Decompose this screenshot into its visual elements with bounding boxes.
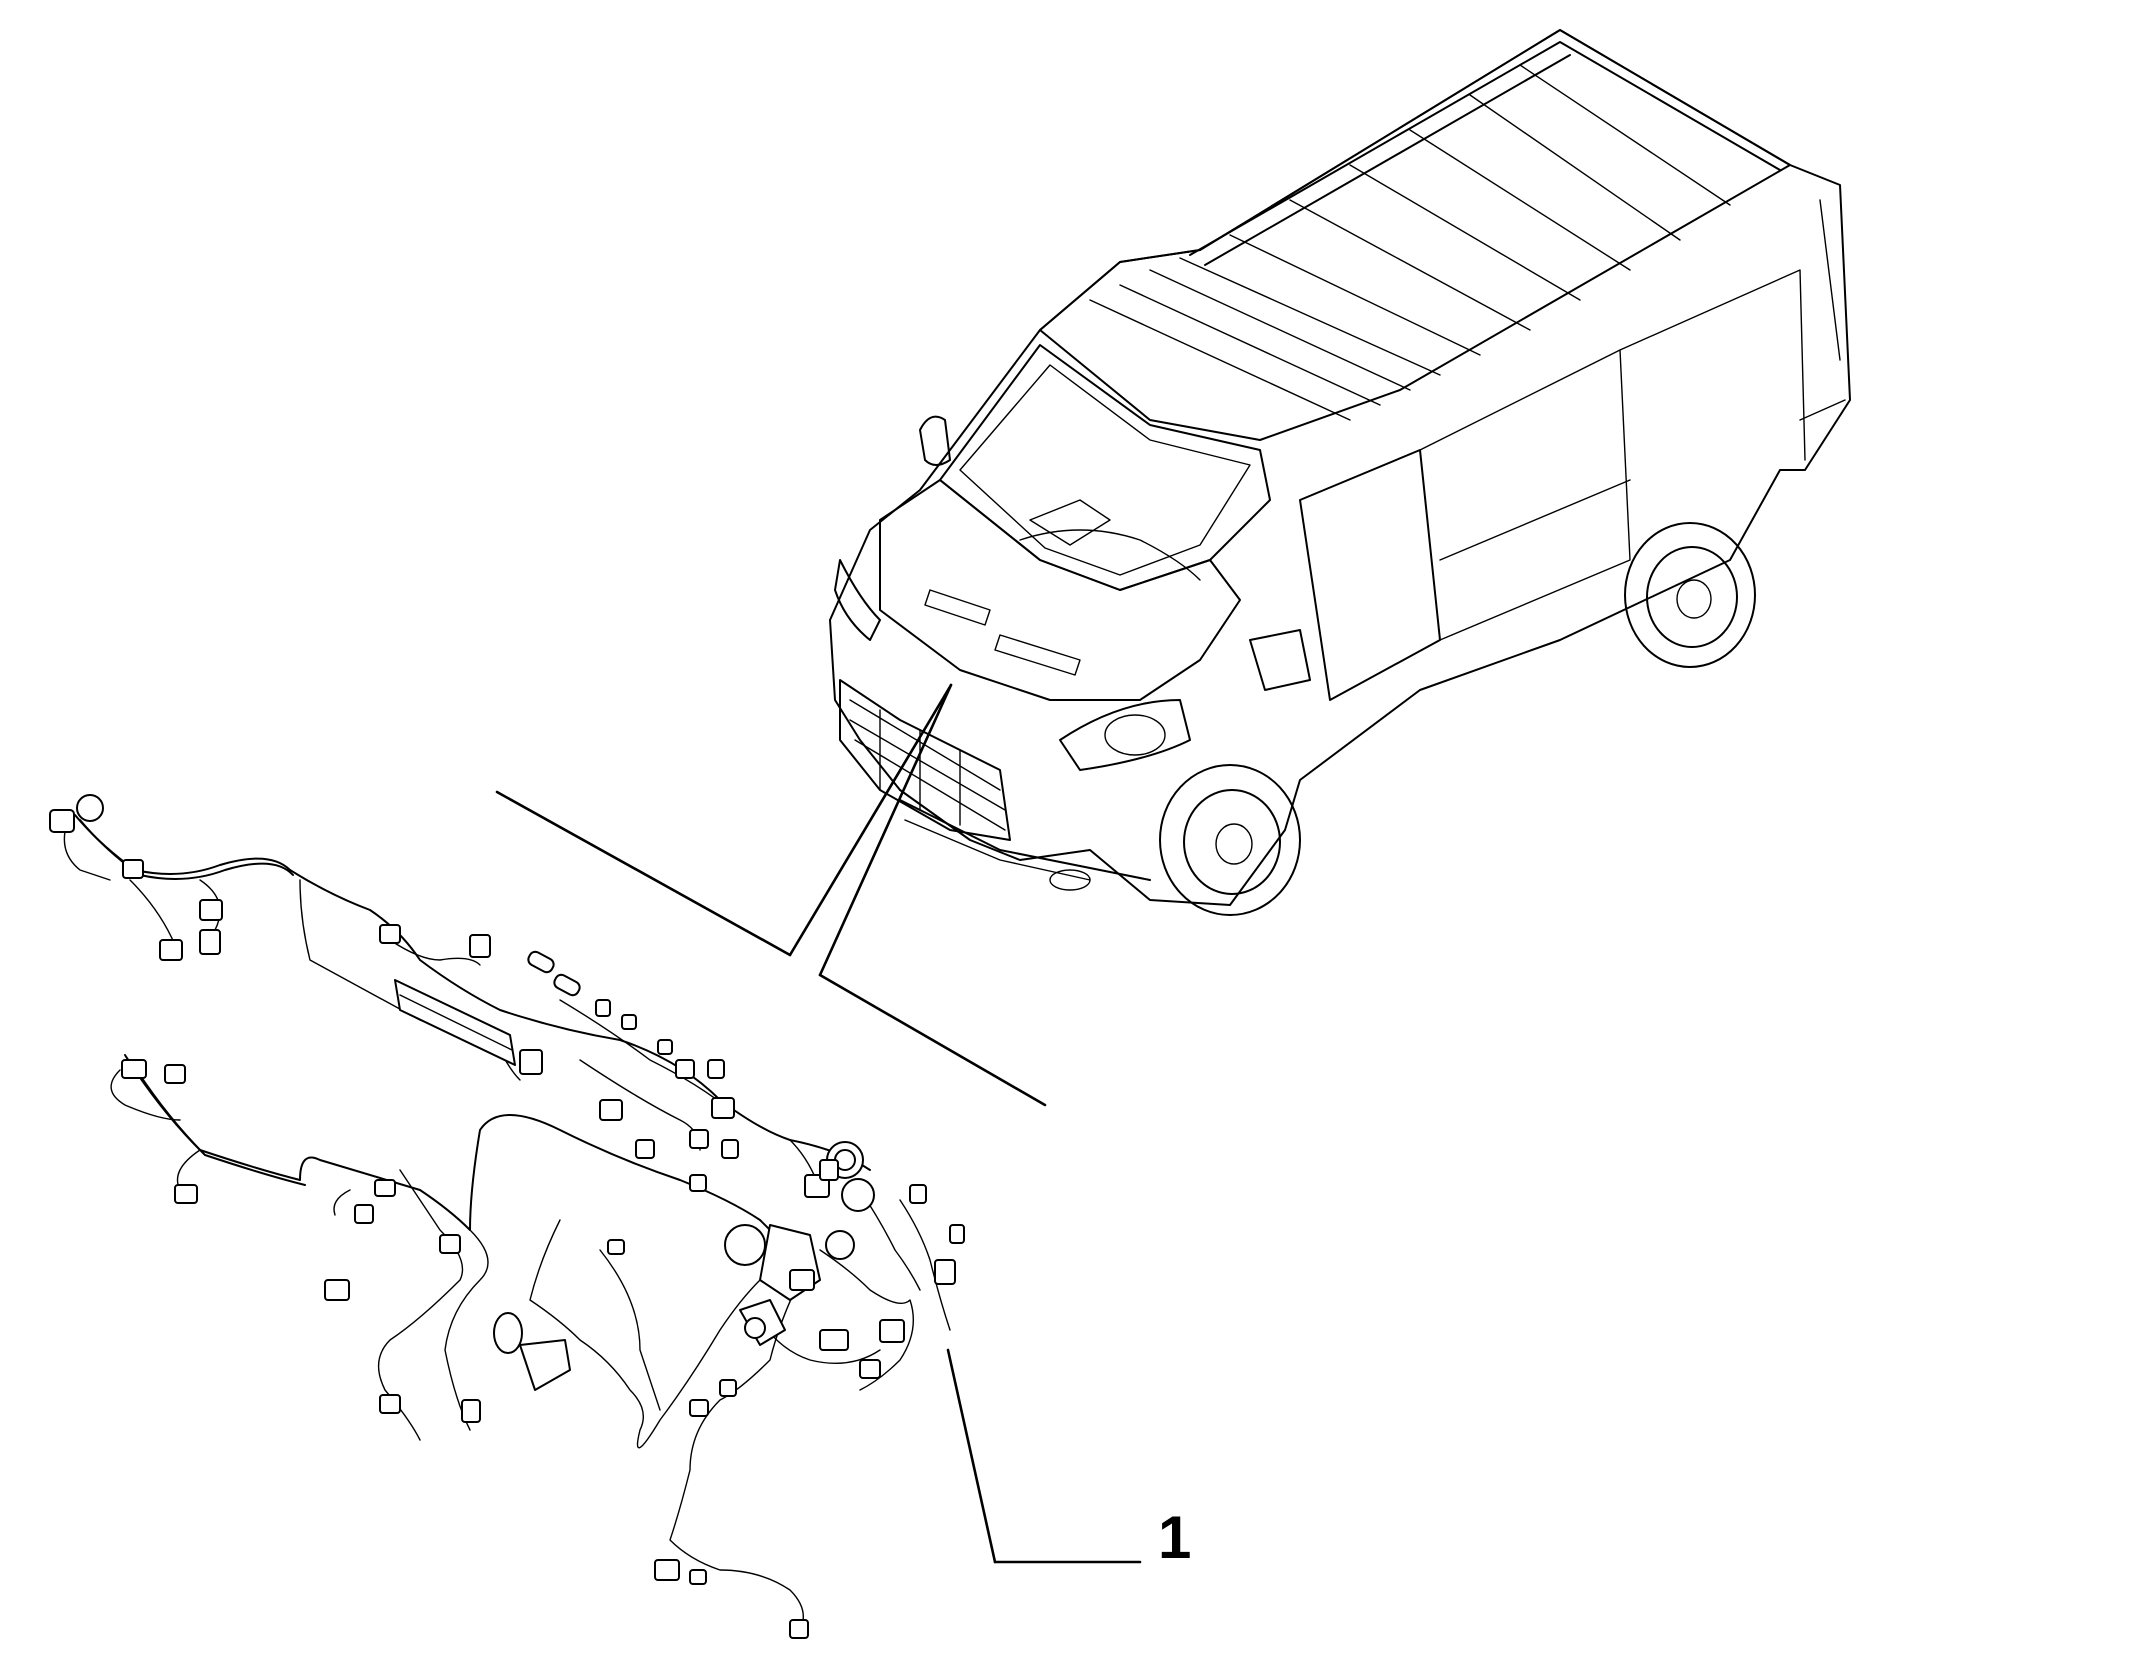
wiring-harness [49,794,965,1639]
van-illustration [829,29,1851,916]
leader-lines [495,683,1142,1564]
callout-label-1: 1 [1158,1504,1192,1571]
